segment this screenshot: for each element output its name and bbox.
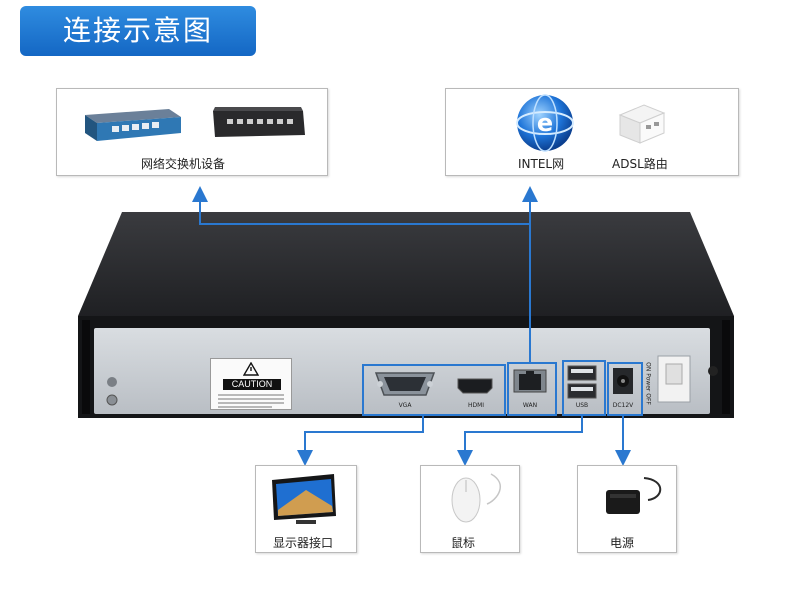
page-title: 连接示意图: [20, 6, 256, 56]
network-switch-label: 网络交换机设备: [141, 157, 226, 171]
adsl-router-icon: [618, 104, 666, 144]
dc-label: DC12V: [612, 402, 634, 409]
caution-title: CAUTION: [223, 379, 281, 390]
usb-port-group: [562, 360, 606, 416]
power-adapter-icon: [606, 477, 662, 514]
internet-box: e INTEL网 ADSL路由: [445, 88, 739, 176]
wan-label: WAN: [522, 402, 538, 409]
rear-screw-icon: [708, 366, 718, 376]
usb-port-icon[interactable]: [566, 364, 598, 402]
power-switch-icon[interactable]: [656, 354, 692, 404]
dc-jack-icon[interactable]: [611, 366, 635, 396]
power-box: 电源: [577, 465, 677, 553]
wan-port-icon[interactable]: [512, 368, 548, 396]
caution-fine-print: [218, 394, 284, 408]
monitor-icon: [272, 474, 336, 524]
warning-triangle-icon: [243, 362, 259, 376]
monitor-box: 显示器接口: [255, 465, 357, 553]
vga-label: VGA: [398, 402, 412, 409]
usb-label: USB: [575, 402, 589, 409]
mouse-label: 鼠标: [451, 536, 476, 550]
ground-screw-icon: [106, 377, 118, 406]
power-switch-label: ON Power OFF: [644, 362, 652, 405]
mouse-icon: [451, 473, 502, 523]
mouse-box: 鼠标: [420, 465, 520, 553]
monitor-label: 显示器接口: [273, 536, 334, 550]
vga-hdmi-port-group: [362, 364, 506, 416]
internet-label: INTEL网: [518, 157, 565, 171]
network-switch-box: 网络交换机设备: [56, 88, 328, 176]
network-switch-icon: [85, 107, 305, 141]
hdmi-label: HDMI: [467, 402, 485, 409]
svg-text:e: e: [537, 109, 553, 137]
power-label: 电源: [610, 536, 635, 550]
vga-port-icon[interactable]: [372, 370, 438, 400]
dc-port-group: [607, 362, 643, 416]
hdmi-port-icon[interactable]: [455, 376, 495, 396]
adsl-router-label: ADSL路由: [612, 157, 668, 171]
internet-globe-icon: e: [516, 94, 574, 152]
caution-label: CAUTION: [210, 358, 292, 410]
